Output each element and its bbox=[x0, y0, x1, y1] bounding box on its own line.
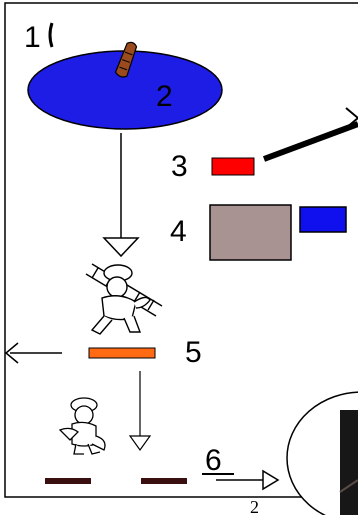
page-frame bbox=[4, 2, 358, 498]
label-4: 4 bbox=[170, 215, 187, 248]
arrow-orange-down-head bbox=[128, 435, 152, 452]
label-2: 2 bbox=[156, 80, 173, 113]
inset-circle bbox=[286, 391, 358, 515]
dark-bar-left bbox=[45, 478, 91, 484]
label-5: 5 bbox=[185, 336, 202, 369]
red-block bbox=[211, 157, 255, 176]
firefighter-with-ladder-icon bbox=[85, 263, 163, 335]
label-3: 3 bbox=[171, 150, 188, 183]
dark-bar-right bbox=[141, 478, 187, 484]
arrow-right-head bbox=[262, 469, 280, 491]
page-number: 2 bbox=[250, 497, 259, 515]
thick-arrow-shaft bbox=[262, 121, 358, 162]
blue-block bbox=[299, 206, 347, 233]
taupe-block bbox=[209, 204, 292, 261]
label-6: 6 bbox=[205, 444, 222, 477]
label-1-marker bbox=[48, 22, 54, 48]
firefighter-with-hose-icon bbox=[58, 397, 106, 455]
thick-arrow-head bbox=[345, 107, 358, 129]
boat-icon bbox=[114, 41, 138, 78]
orange-bar bbox=[88, 347, 156, 359]
label-1: 1 bbox=[24, 21, 41, 54]
arrow-lake-down-head bbox=[102, 237, 140, 258]
arrow-left-head bbox=[4, 342, 19, 364]
